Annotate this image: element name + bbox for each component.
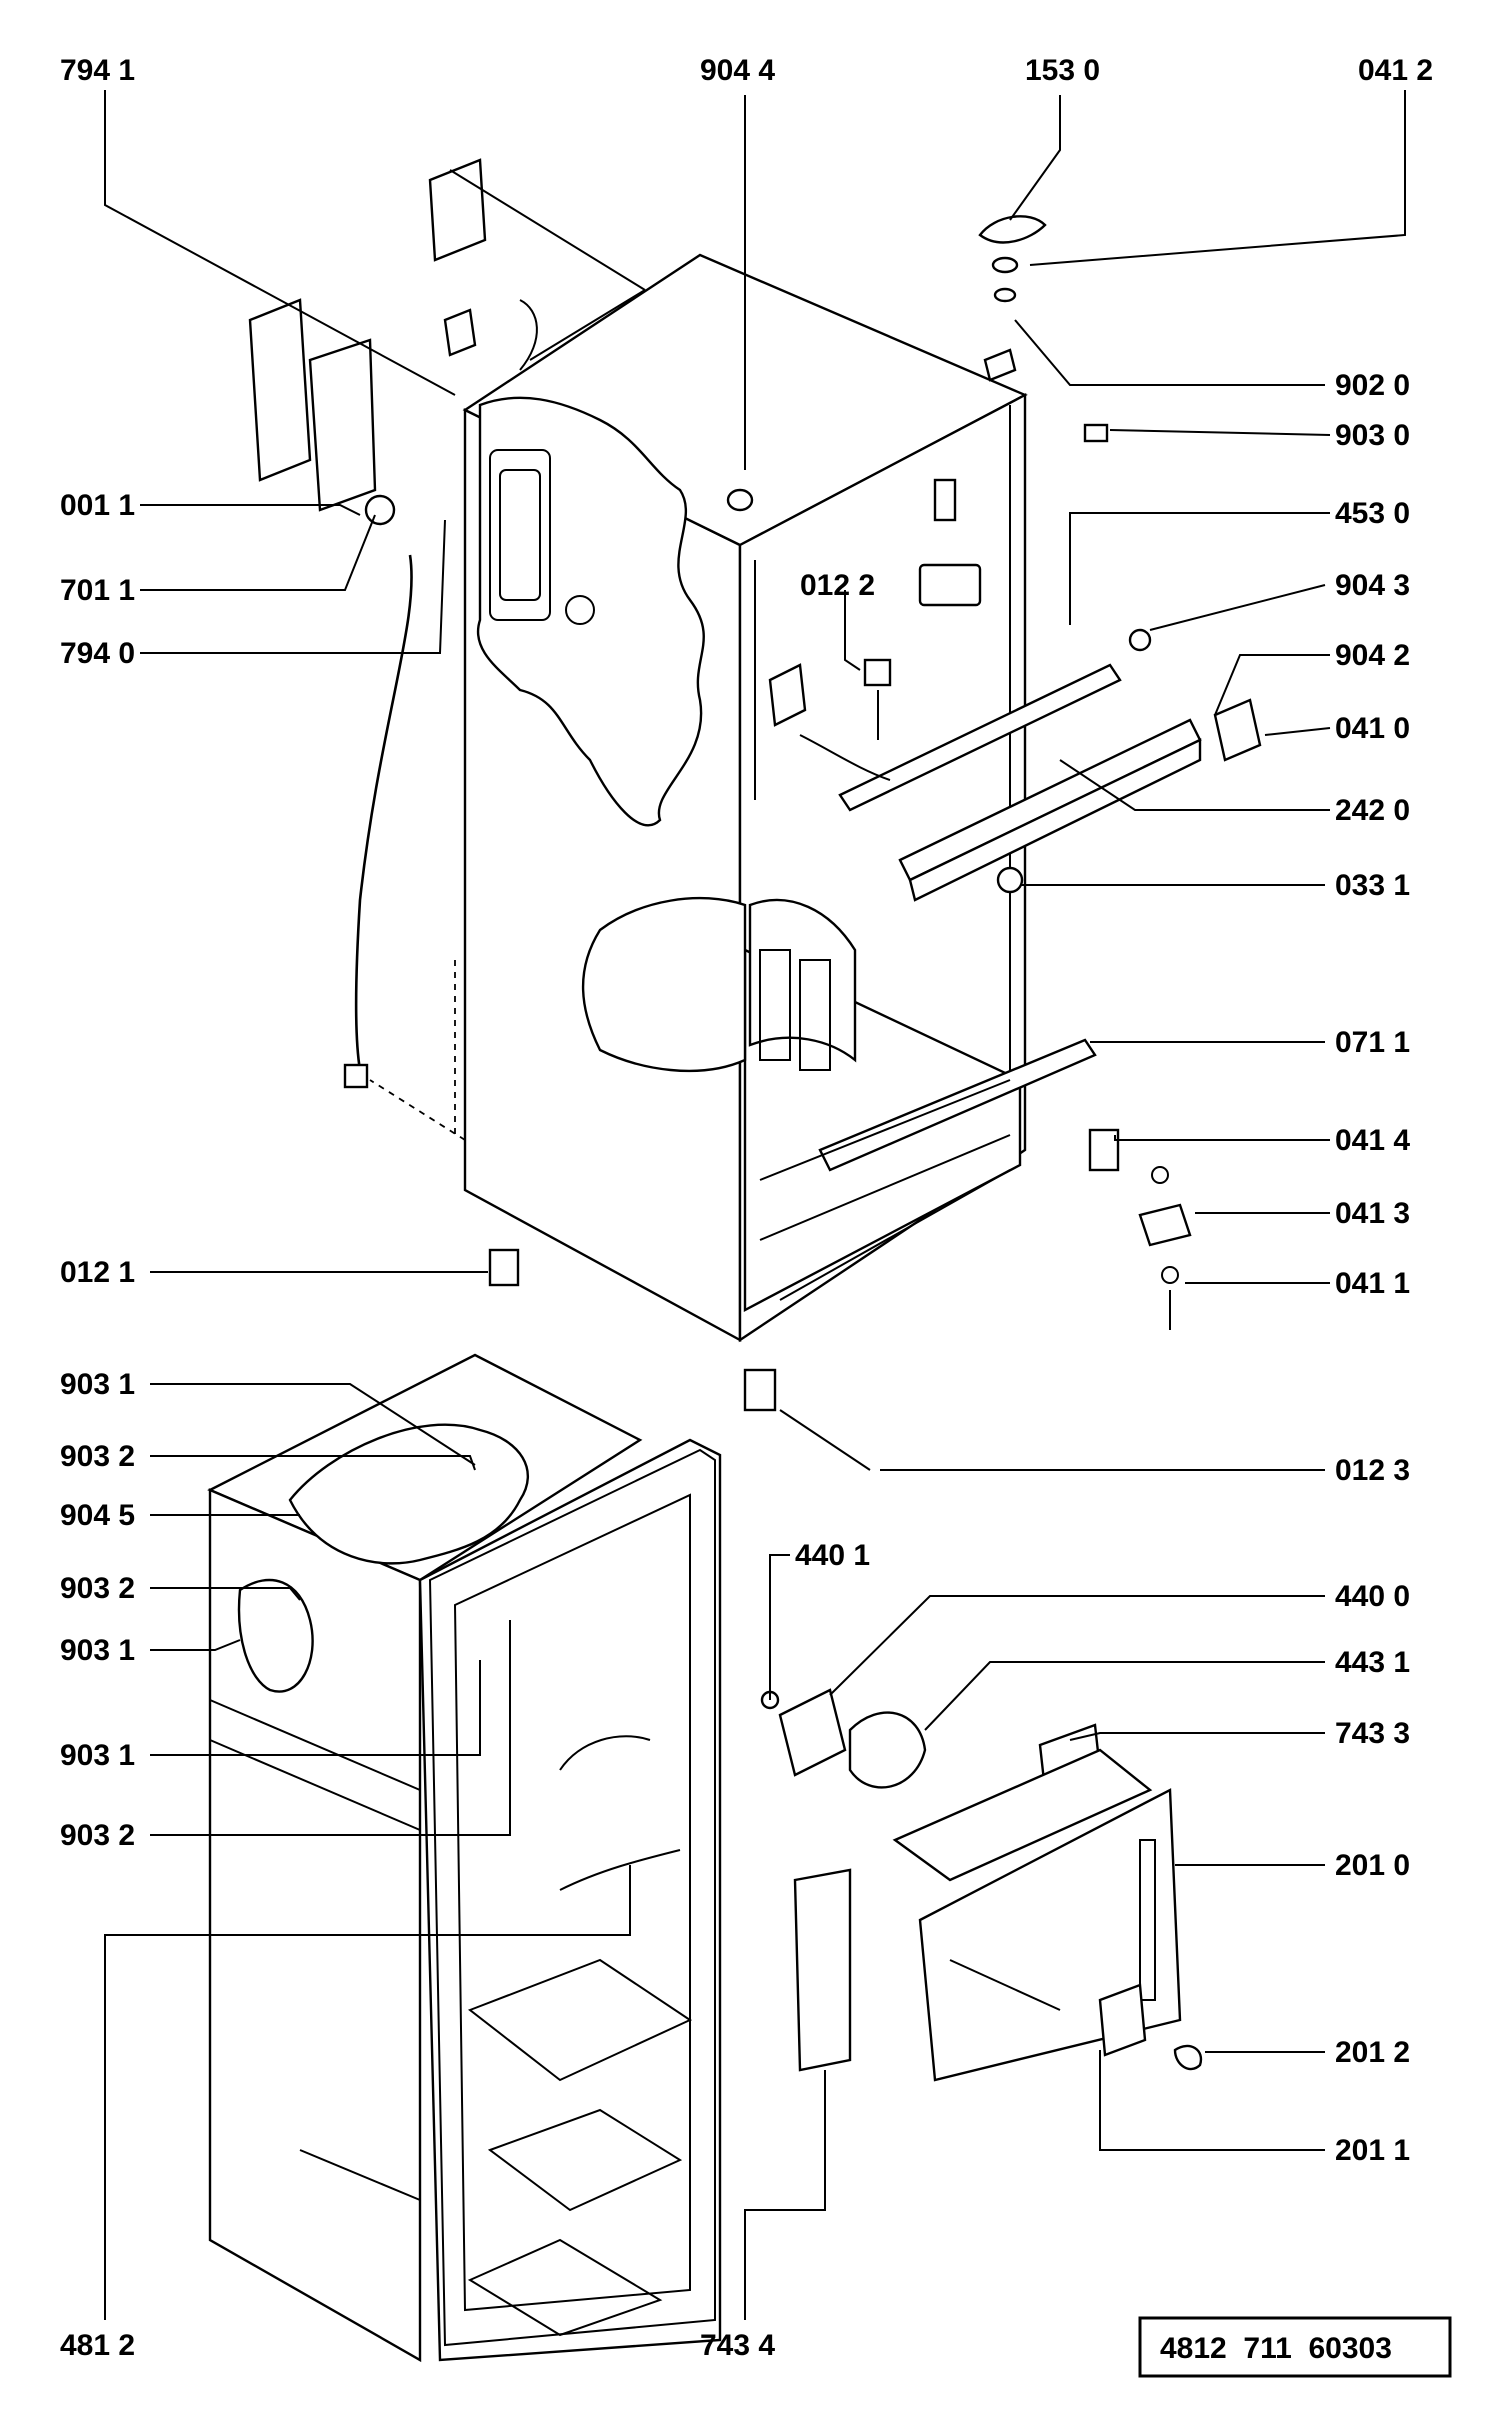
label-904-2: 904 2 bbox=[1335, 639, 1410, 672]
label-903-2-a: 903 2 bbox=[60, 1440, 135, 1473]
label-201-2: 201 2 bbox=[1335, 2036, 1410, 2069]
label-071-1: 071 1 bbox=[1335, 1026, 1410, 1059]
label-904-5: 904 5 bbox=[60, 1499, 135, 1532]
label-903-2-c: 903 2 bbox=[60, 1819, 135, 1852]
label-041-2: 041 2 bbox=[1358, 54, 1433, 87]
label-242-0: 242 0 bbox=[1335, 794, 1410, 827]
label-041-1: 041 1 bbox=[1335, 1267, 1410, 1300]
label-743-3: 743 3 bbox=[1335, 1717, 1410, 1750]
label-794-0: 794 0 bbox=[60, 637, 135, 670]
label-481-2: 481 2 bbox=[60, 2329, 135, 2362]
label-903-1-b: 903 1 bbox=[60, 1634, 135, 1667]
label-453-0: 453 0 bbox=[1335, 497, 1410, 530]
document-number: 4812 711 60303 bbox=[1160, 2332, 1392, 2365]
label-012-2: 012 2 bbox=[800, 569, 875, 602]
lower-cabinet bbox=[207, 1353, 722, 2363]
label-903-1-a: 903 1 bbox=[60, 1368, 135, 1401]
label-904-4: 904 4 bbox=[700, 54, 775, 87]
label-012-1: 012 1 bbox=[60, 1256, 135, 1289]
thermostat-assembly bbox=[248, 158, 646, 1089]
label-794-1: 794 1 bbox=[60, 54, 135, 87]
part-labels: 794 1 904 4 153 0 041 2 902 0 903 0 001 … bbox=[60, 54, 1433, 2362]
label-743-4: 743 4 bbox=[700, 2329, 775, 2362]
label-903-0: 903 0 bbox=[1335, 419, 1410, 452]
fan-assembly bbox=[760, 1688, 1203, 2082]
label-041-4: 041 4 bbox=[1335, 1124, 1410, 1157]
label-041-0: 041 0 bbox=[1335, 712, 1410, 745]
label-903-2-b: 903 2 bbox=[60, 1572, 135, 1605]
label-903-1-c: 903 1 bbox=[60, 1739, 135, 1772]
label-440-0: 440 0 bbox=[1335, 1580, 1410, 1613]
leader-lines bbox=[104, 90, 1406, 2320]
label-012-3: 012 3 bbox=[1335, 1454, 1410, 1487]
label-201-1: 201 1 bbox=[1335, 2134, 1410, 2167]
label-153-0: 153 0 bbox=[1025, 54, 1100, 87]
label-701-1: 701 1 bbox=[60, 574, 135, 607]
label-041-3: 041 3 bbox=[1335, 1197, 1410, 1230]
document-number-box: 4812 711 60303 bbox=[1138, 2316, 1452, 2378]
label-902-0: 902 0 bbox=[1335, 369, 1410, 402]
upper-cabinet bbox=[462, 215, 1262, 1471]
label-201-0: 201 0 bbox=[1335, 1849, 1410, 1882]
label-033-1: 033 1 bbox=[1335, 869, 1410, 902]
label-440-1: 440 1 bbox=[795, 1539, 870, 1572]
label-443-1: 443 1 bbox=[1335, 1646, 1410, 1679]
label-001-1: 001 1 bbox=[60, 489, 135, 522]
label-904-3: 904 3 bbox=[1335, 569, 1410, 602]
